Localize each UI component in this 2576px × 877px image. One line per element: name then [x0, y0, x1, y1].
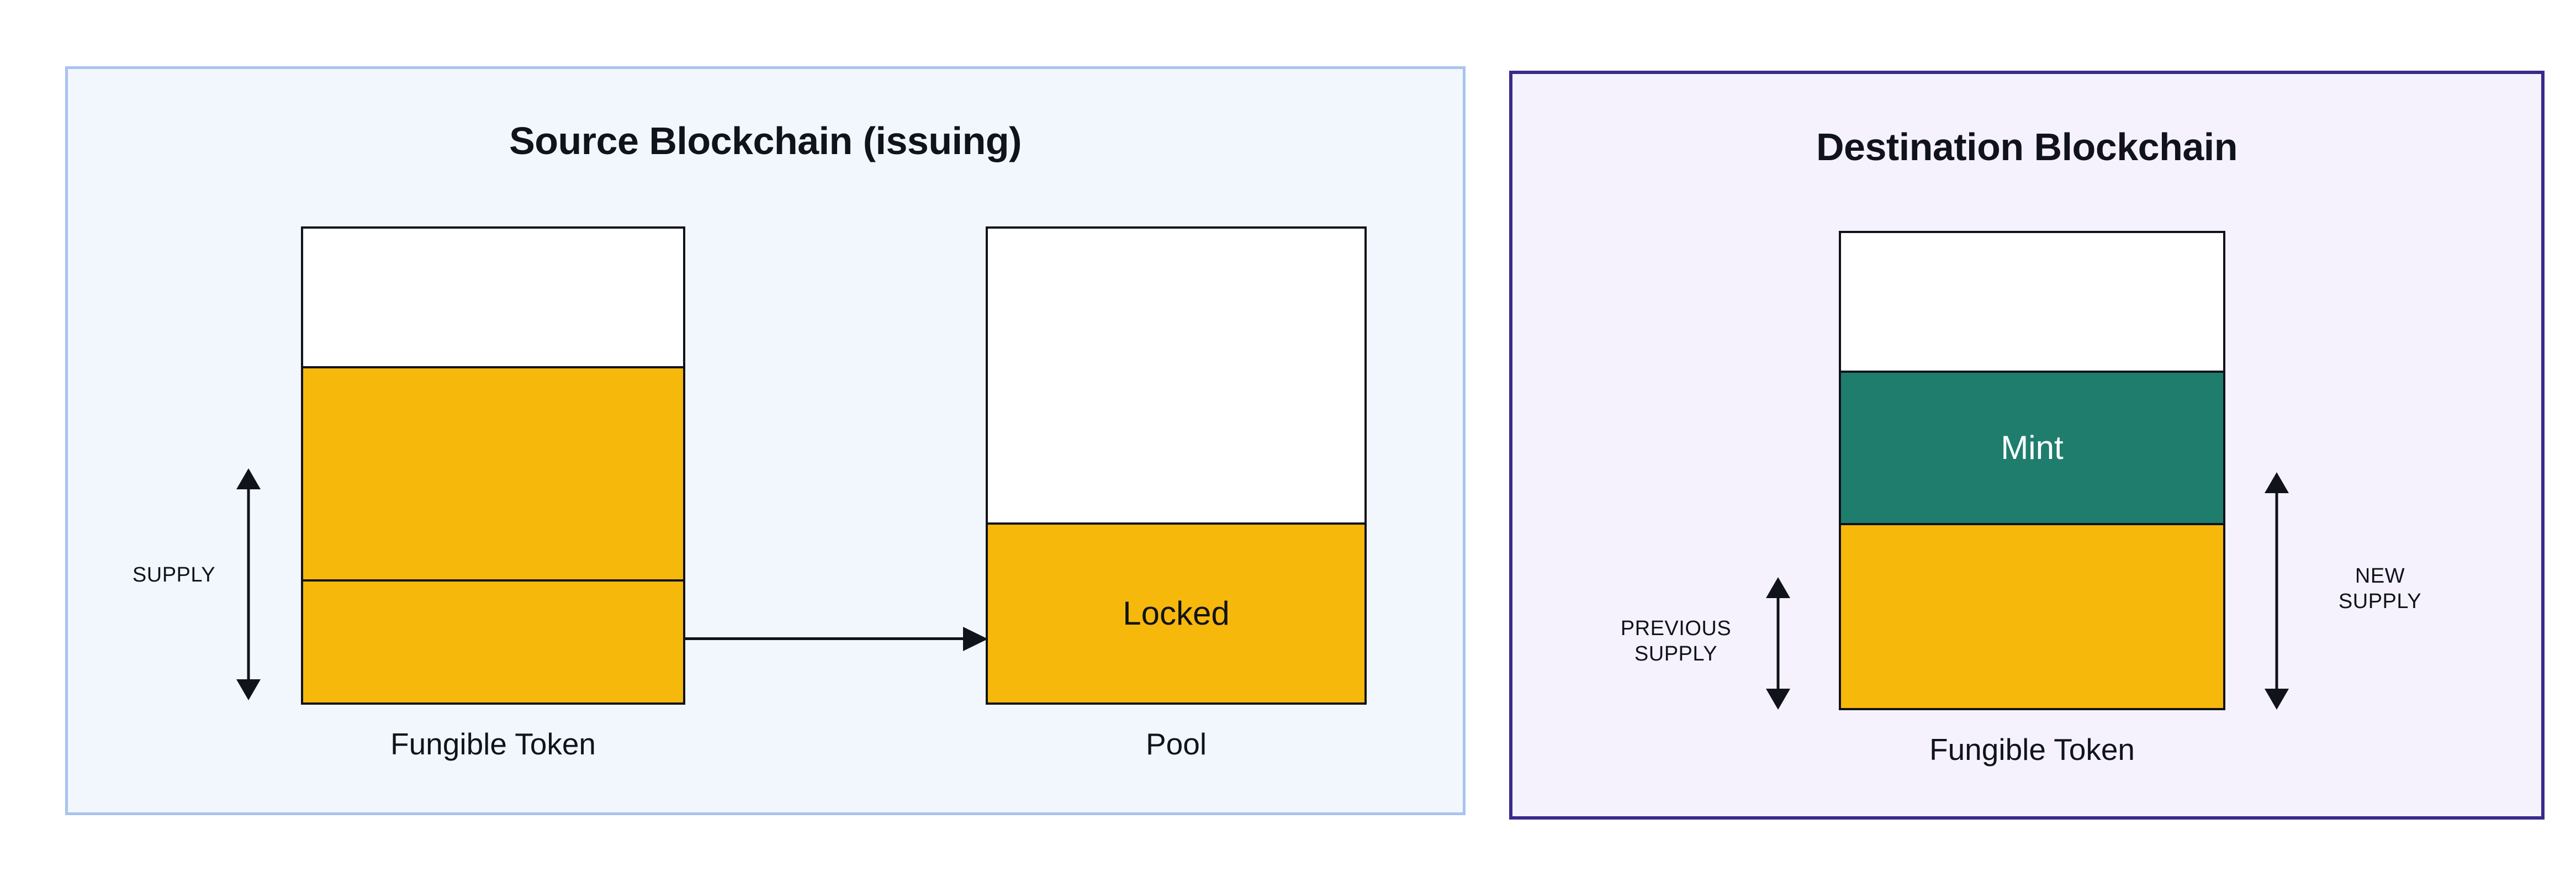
- supply-measure-arrow: [232, 468, 265, 700]
- source-pool-bar: Locked: [986, 226, 1367, 705]
- new-supply-arrow-head-down: [2265, 689, 2289, 710]
- source-token-segment-unissued: [303, 229, 683, 366]
- source-token-segment-circulating: [303, 366, 683, 579]
- previous-supply-measure-label: PREVIOUS SUPPLY: [1620, 617, 1732, 666]
- new-supply-measure-arrow: [2260, 472, 2293, 710]
- previous-supply-arrow-shaft: [1776, 594, 1780, 693]
- supply-arrow-shaft: [247, 485, 250, 684]
- source-fungible-token-bar: [301, 226, 685, 705]
- source-token-segment-transferred: [303, 579, 683, 702]
- pool-segment-locked: Locked: [988, 522, 1364, 702]
- previous-supply-measure-arrow: [1762, 577, 1795, 710]
- previous-supply-arrow-head-down: [1766, 689, 1790, 710]
- new-supply-arrow-shaft: [2275, 489, 2278, 693]
- dest-token-segment-mint: Mint: [1841, 371, 2223, 523]
- transfer-arrow: [685, 626, 988, 651]
- transfer-arrow-shaft: [685, 637, 964, 640]
- supply-arrow-head-down: [236, 679, 261, 700]
- new-supply-measure-label: NEW SUPPLY: [2338, 564, 2422, 614]
- destination-fungible-token-bar: Mint: [1839, 231, 2225, 710]
- source-pool-caption: Pool: [1145, 727, 1207, 761]
- supply-measure-label: SUPPLY: [132, 563, 216, 587]
- pool-segment-empty: [988, 229, 1364, 522]
- destination-panel-title: Destination Blockchain: [1816, 125, 2238, 168]
- dest-token-segment-unissued: [1841, 233, 2223, 371]
- dest-token-segment-existing: [1841, 522, 2223, 708]
- source-fungible-token-caption: Fungible Token: [390, 727, 596, 761]
- transfer-arrow-head: [963, 627, 988, 651]
- source-panel-title: Source Blockchain (issuing): [509, 119, 1022, 162]
- destination-fungible-token-caption: Fungible Token: [1929, 732, 2135, 767]
